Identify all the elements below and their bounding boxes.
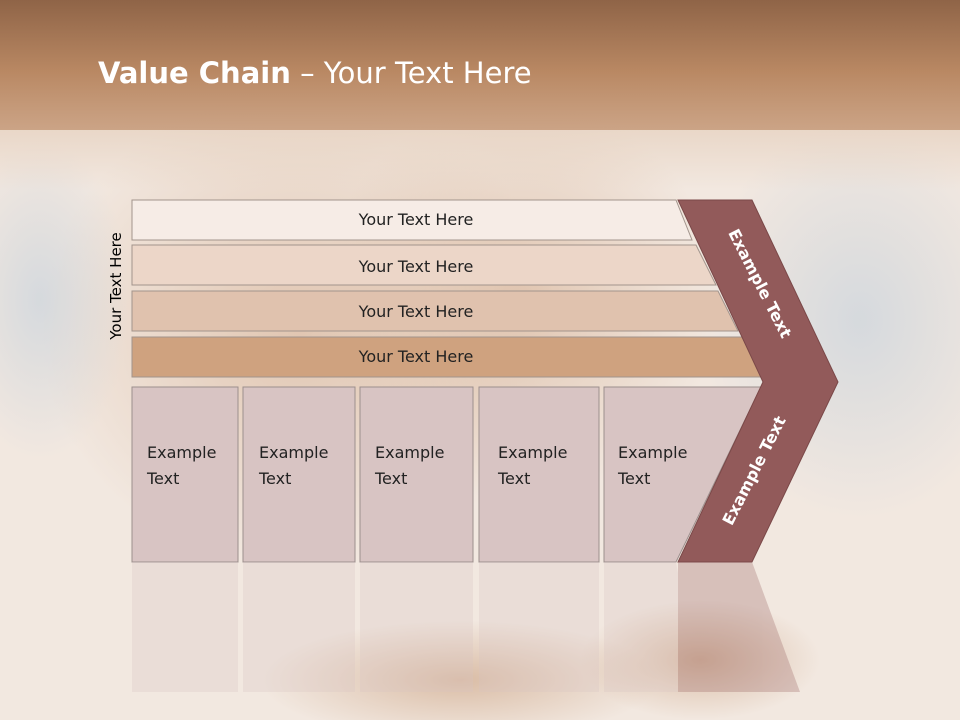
primary-box-1: Example Text xyxy=(131,386,239,563)
primary-box-3-line2: Text xyxy=(374,469,407,488)
primary-box-4: Example Text xyxy=(478,386,600,563)
primary-box-3-line1: Example xyxy=(375,443,444,462)
primary-box-1-line1: Example xyxy=(147,443,216,462)
primary-box-2: Example Text xyxy=(242,386,356,563)
support-row-3-label: Your Text Here xyxy=(358,302,474,321)
primary-box-2-line1: Example xyxy=(259,443,328,462)
primary-box-5-line1: Example xyxy=(618,443,687,462)
primary-box-4-line2: Text xyxy=(497,469,530,488)
primary-box-3: Example Text xyxy=(359,386,474,563)
title-rest: – Your Text Here xyxy=(290,56,532,90)
support-row-2-label: Your Text Here xyxy=(358,257,474,276)
primary-box-2-line2: Text xyxy=(258,469,291,488)
primary-box-5-line2: Text xyxy=(617,469,650,488)
support-row-1-label: Your Text Here xyxy=(358,210,474,229)
support-row-4: Your Text Here xyxy=(131,336,763,378)
primary-box-1-line2: Text xyxy=(146,469,179,488)
primary-box-5: Example Text xyxy=(603,386,762,563)
support-row-3: Your Text Here xyxy=(131,290,739,332)
support-row-2: Your Text Here xyxy=(131,244,717,286)
primary-box-4-line1: Example xyxy=(498,443,567,462)
support-row-1: Your Text Here xyxy=(131,199,693,241)
title-bold: Value Chain xyxy=(98,56,291,90)
slide-title: Value Chain – Your Text Here xyxy=(98,56,532,90)
support-row-4-label: Your Text Here xyxy=(358,347,474,366)
reflection xyxy=(132,562,800,692)
